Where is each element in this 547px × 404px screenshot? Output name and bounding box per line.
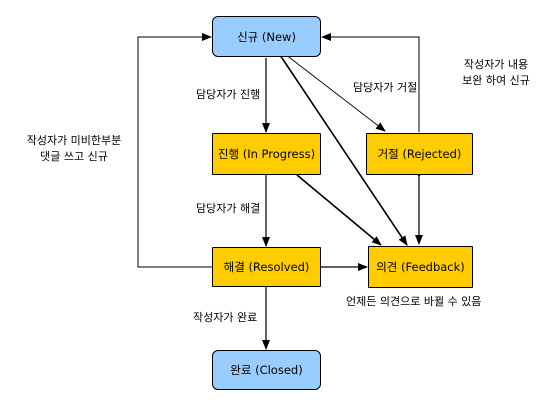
- state-rejected: 거절 (Rejected): [366, 133, 473, 175]
- state-new: 신규 (New): [212, 16, 321, 57]
- label-assignee-reject: 담당자가 거절: [353, 81, 418, 94]
- state-resolved-label: 해결 (Resolved): [223, 260, 310, 274]
- label-author-close: 작성자가 완료: [193, 311, 258, 324]
- edge-rejected-to-new: [321, 33, 420, 132]
- state-feedback-label: 의견 (Feedback): [376, 260, 465, 274]
- label-author-reopen: 작성자가 미비한부분 댓글 쓰고 신규: [14, 133, 134, 165]
- label-assignee-progress: 담당자가 진행: [196, 88, 261, 101]
- label-author-supplement-line2: 보완 하여 신규: [462, 74, 530, 87]
- state-closed: 완료 (Closed): [212, 350, 321, 390]
- state-feedback: 의견 (Feedback): [368, 246, 473, 288]
- edge-new-feedback: [273, 48, 408, 246]
- state-closed-label: 완료 (Closed): [230, 363, 303, 377]
- edge-progress-feedback: [287, 166, 382, 246]
- state-rejected-label: 거절 (Rejected): [377, 147, 462, 161]
- label-author-reopen-line1: 작성자가 미비한부분: [26, 134, 122, 147]
- state-new-label: 신규 (New): [237, 29, 296, 44]
- label-author-supplement: 작성자가 내용 보완 하여 신규: [448, 57, 544, 89]
- state-resolved: 해결 (Resolved): [212, 247, 321, 287]
- label-assignee-resolve: 담당자가 해결: [196, 202, 261, 215]
- label-author-reopen-line2: 댓글 쓰고 신규: [40, 150, 108, 163]
- edge-resolved-to-new: [137, 33, 213, 268]
- label-author-supplement-line1: 작성자가 내용: [463, 58, 529, 71]
- state-in-progress: 진행 (In Progress): [212, 133, 321, 175]
- label-feedback-anytime: 언제든 의견으로 바뀔 수 있음: [346, 295, 482, 308]
- state-in-progress-label: 진행 (In Progress): [217, 147, 316, 161]
